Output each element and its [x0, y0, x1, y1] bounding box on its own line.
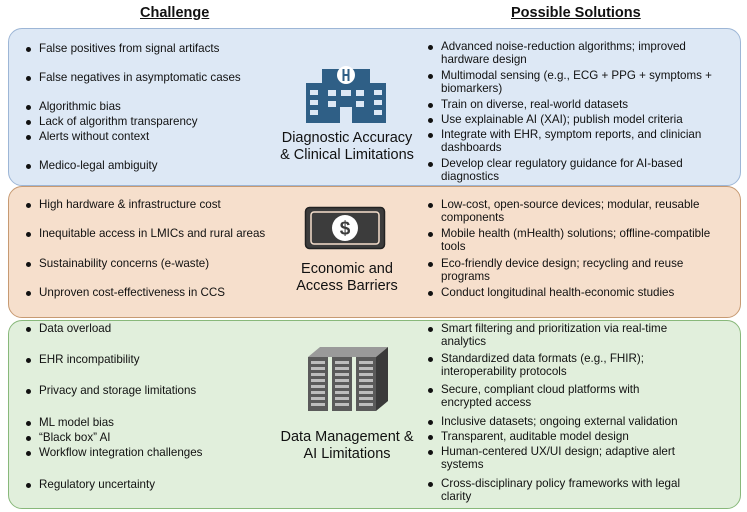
challenge-item: Data overload: [25, 322, 112, 335]
challenge-item: Privacy and storage limitations: [25, 384, 197, 397]
solution-item: Standardized data formats (e.g., FHIR);i…: [428, 352, 644, 378]
challenge-item: Unproven cost-effectiveness in CCS: [25, 286, 226, 299]
challenge-column-header: Challenge: [140, 5, 210, 21]
challenge-item: “Black box” AI: [26, 431, 111, 444]
challenge-item: Regulatory uncertainty: [26, 478, 155, 491]
diagnostic-accuracy-panel: False positives from signal artifacts Fa…: [8, 28, 741, 186]
solution-item: Train on diverse, real-world datasets: [427, 98, 629, 111]
solution-item: Transparent, auditable model design: [428, 430, 629, 443]
solution-item: Mobile health (mHealth) solutions; offli…: [427, 227, 711, 253]
data-management-title: Data Management & AI Limitations: [280, 429, 414, 462]
challenge-item: Algorithmic bias: [26, 100, 121, 113]
solutions-column-header: Possible Solutions: [511, 5, 641, 21]
diagnostic-accuracy-title: Diagnostic Accuracy & Clinical Limitatio…: [280, 130, 414, 163]
challenge-item: Lack of algorithm transparency: [26, 115, 198, 128]
challenge-item: ML model bias: [26, 416, 114, 429]
challenge-item: False negatives in asymptomatic cases: [26, 71, 241, 84]
challenge-item: Medico-legal ambiguity: [26, 159, 158, 172]
svg-text:$: $: [340, 219, 351, 240]
solution-item: Develop clear regulatory guidance for AI…: [428, 157, 683, 183]
solution-item: Low-cost, open-source devices; modular, …: [427, 198, 700, 224]
solution-item: Advanced noise-reduction algorithms; imp…: [428, 40, 686, 66]
solution-item: Conduct longitudinal health-economic stu…: [427, 286, 675, 299]
data-management-panel: Data overload EHR incompatibility Privac…: [8, 320, 741, 509]
solution-item: Smart filtering and prioritization via r…: [427, 322, 668, 348]
challenge-item: Workflow integration challenges: [25, 446, 203, 459]
solution-item: Cross-disciplinary policy frameworks wit…: [427, 477, 681, 503]
hospital-icon: [306, 63, 386, 128]
server-rack-icon: [306, 345, 390, 416]
solution-item: Use explainable AI (XAI); publish model …: [428, 113, 683, 126]
challenge-item: High hardware & infrastructure cost: [26, 198, 221, 211]
economic-access-panel: High hardware & infrastructure cost Ineq…: [8, 186, 741, 318]
solution-item: Eco-friendly device design; recycling an…: [427, 257, 684, 283]
solution-item: Integrate with EHR, symptom reports, and…: [427, 128, 702, 154]
challenge-item: Inequitable access in LMICs and rural ar…: [25, 227, 266, 240]
money-icon: $: [304, 206, 386, 255]
solution-item: Multimodal sensing (e.g., ECG + PPG + sy…: [428, 69, 712, 95]
challenge-item: Sustainability concerns (e-waste): [25, 257, 210, 270]
challenge-item: False positives from signal artifacts: [25, 42, 220, 55]
challenge-item: EHR incompatibility: [26, 353, 140, 366]
solution-item: Human-centered UX/UI design; adaptive al…: [428, 445, 675, 471]
solution-item: Inclusive datasets; ongoing external val…: [428, 415, 678, 428]
economic-access-title: Economic and Access Barriers: [296, 261, 398, 294]
challenge-item: Alerts without context: [25, 130, 150, 143]
